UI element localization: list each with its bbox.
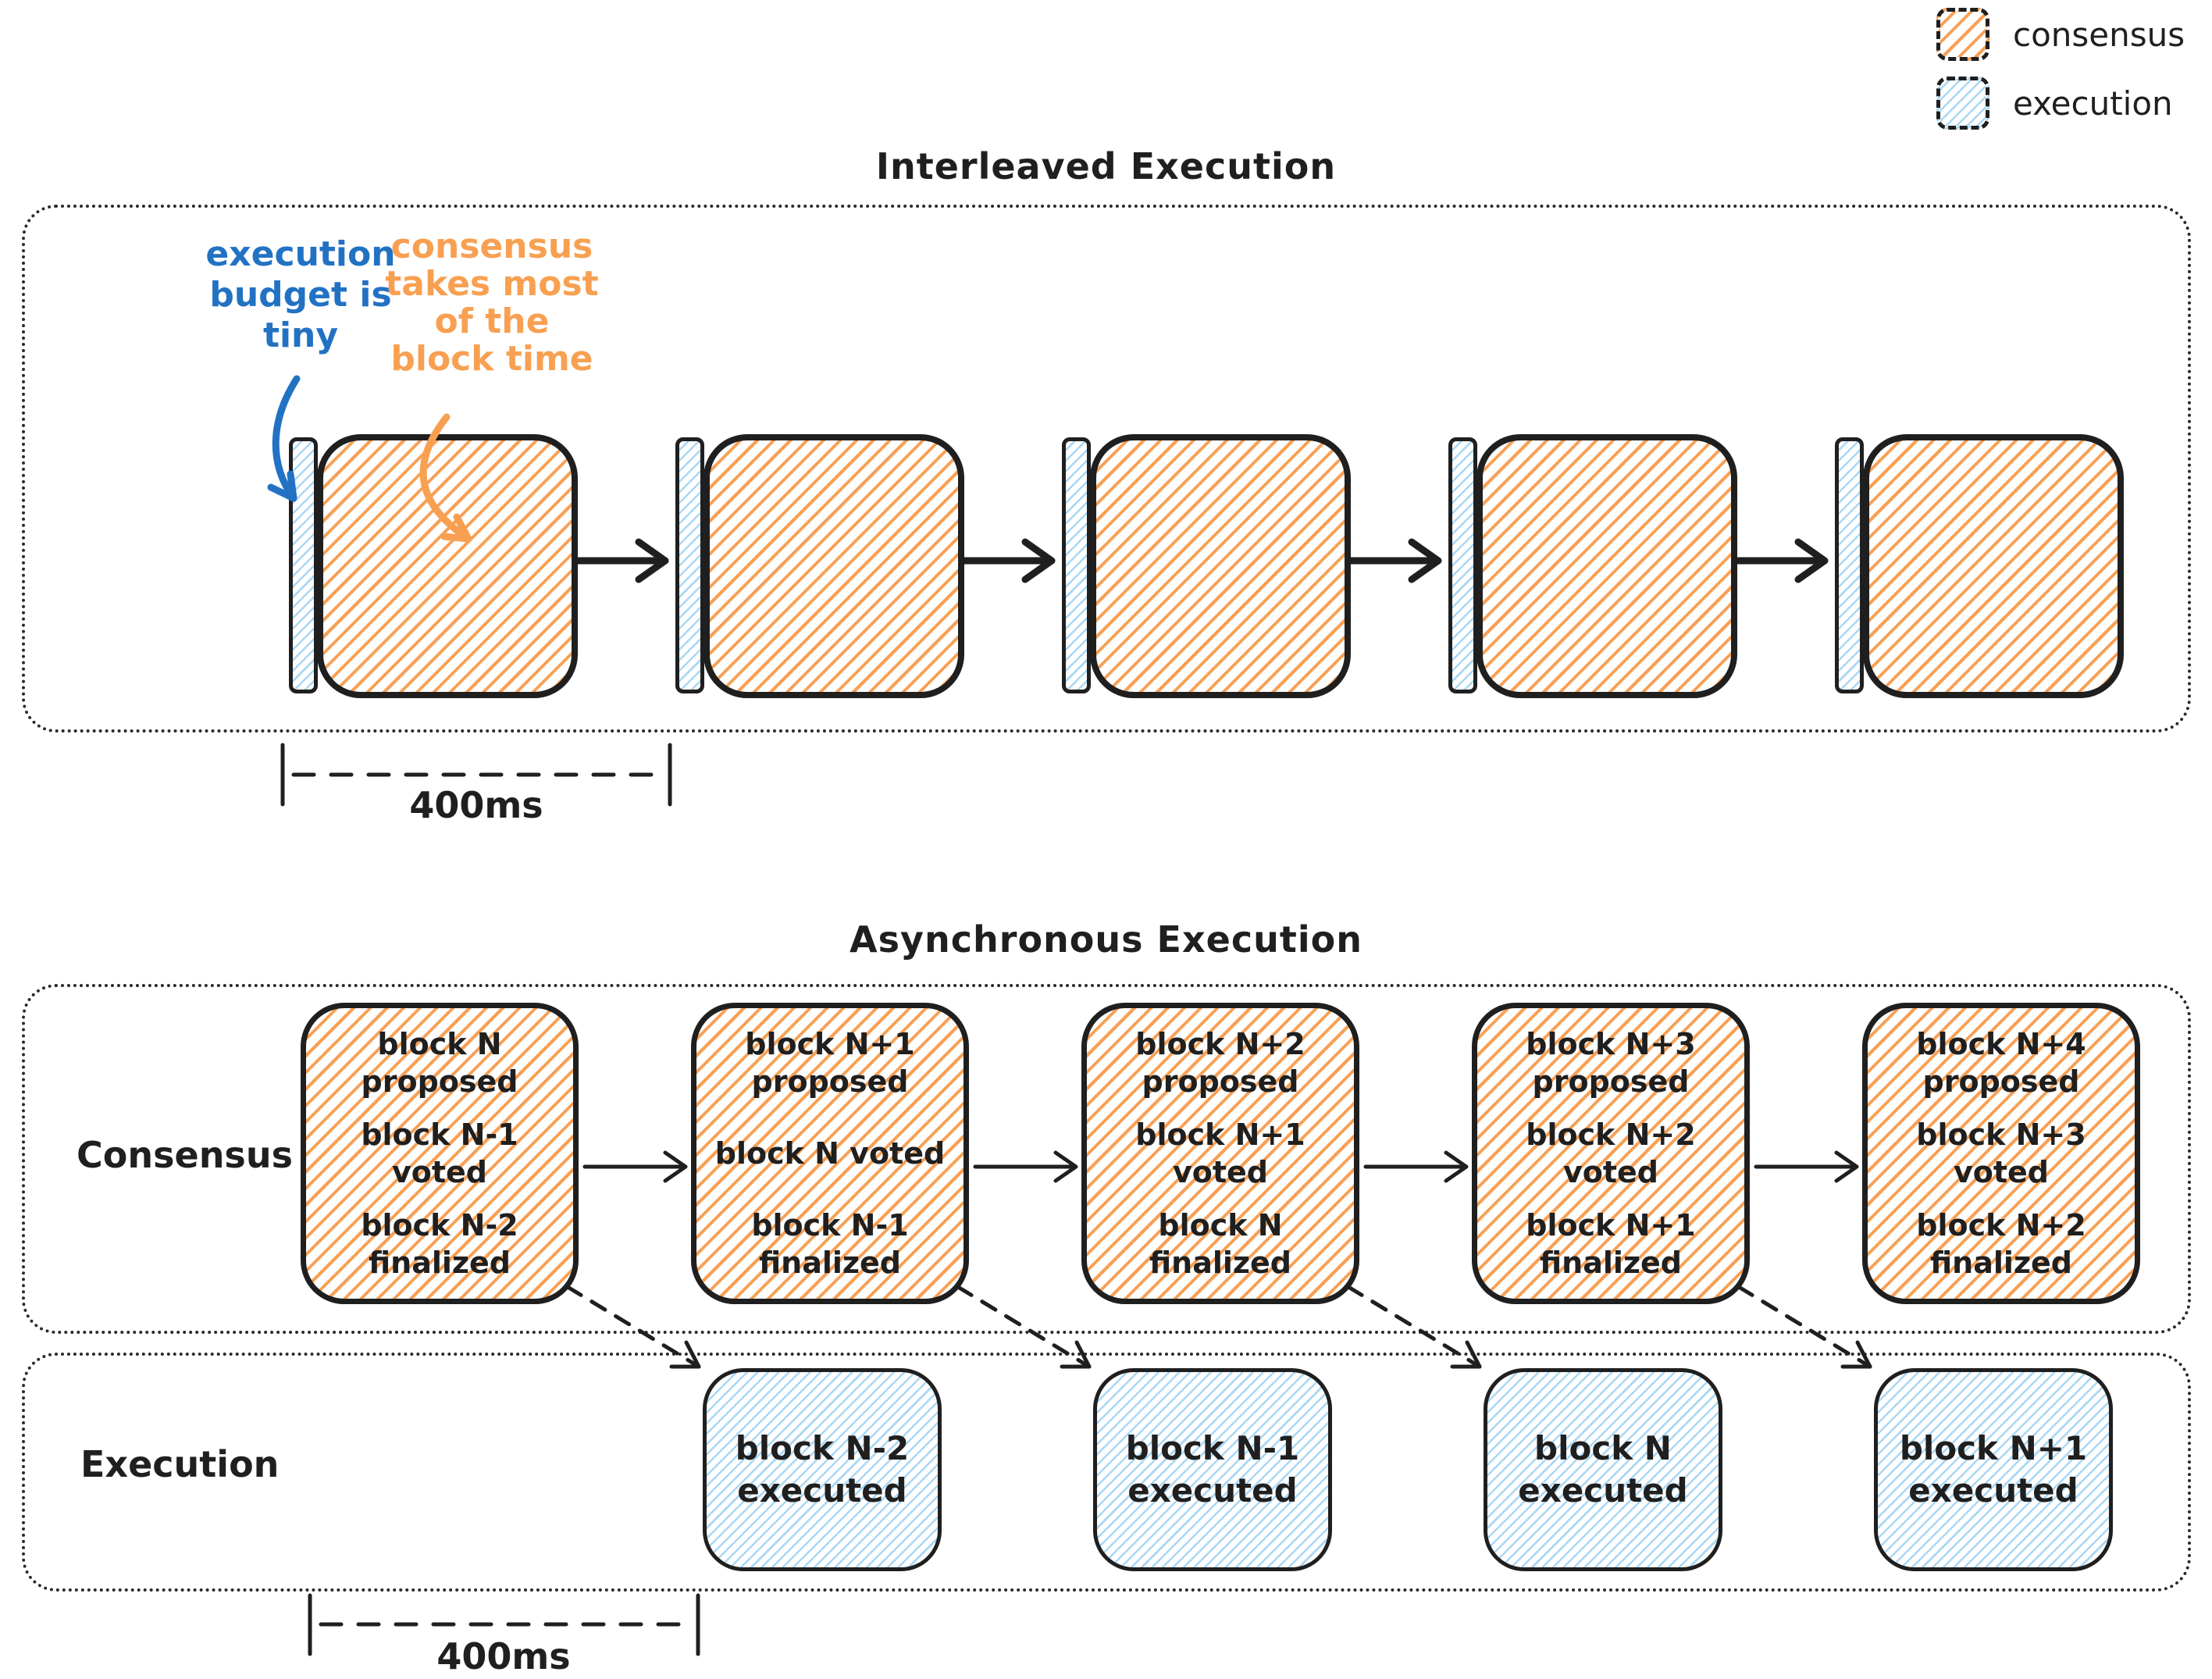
- consensus-box-2-proposed-line: block N+1 proposed: [745, 1027, 915, 1099]
- consensus-row-container: [22, 984, 2191, 1334]
- consensus-box-4: block N+3 proposed block N+2 voted block…: [1472, 1003, 1750, 1304]
- execution-bar-1: [289, 437, 318, 693]
- consensus-box-1-voted-line: block N-1 voted: [361, 1118, 518, 1189]
- execution-box-2-label: block N-1 executed: [1125, 1429, 1300, 1510]
- consensus-time-note: consensus takes most of the block time: [385, 226, 599, 379]
- consensus-block-5: [1863, 434, 2124, 698]
- consensus-box-5: block N+4 proposed block N+3 voted block…: [1862, 1003, 2140, 1304]
- execution-row-container: [22, 1353, 2191, 1592]
- consensus-box-3-finalized-line: block N finalized: [1149, 1208, 1291, 1280]
- legend-item-execution: execution: [1936, 77, 2185, 130]
- consensus-box-4-proposed-line: block N+3 proposed: [1526, 1027, 1696, 1099]
- consensus-box-3-voted-line: block N+1 voted: [1135, 1118, 1305, 1189]
- legend-consensus-label: consensus: [2013, 15, 2185, 54]
- consensus-block-2: [703, 434, 964, 698]
- execution-budget-note: execution budget is tiny: [205, 234, 396, 355]
- asynchronous-ruler-label: 400ms: [436, 1635, 571, 1677]
- consensus-box-3-proposed-line: block N+2 proposed: [1135, 1027, 1305, 1099]
- consensus-block-1: [317, 434, 578, 698]
- consensus-box-1-finalized-line: block N-2 finalized: [361, 1208, 518, 1280]
- execution-box-3: block N executed: [1484, 1368, 1722, 1571]
- execution-bar-3: [1062, 437, 1091, 693]
- consensus-box-1-proposed-line: block N proposed: [361, 1027, 518, 1099]
- execution-box-1-label: block N-2 executed: [735, 1429, 910, 1510]
- execution-box-4-label: block N+1 executed: [1899, 1429, 2088, 1510]
- legend-item-consensus: consensus: [1936, 8, 2185, 61]
- execution-bar-4: [1448, 437, 1477, 693]
- consensus-box-4-finalized-line: block N+1 finalized: [1526, 1208, 1696, 1280]
- consensus-box-1: block N proposed block N-1 voted block N…: [301, 1003, 579, 1304]
- consensus-swatch-icon: [1936, 8, 1989, 61]
- consensus-box-5-proposed-line: block N+4 proposed: [1916, 1027, 2086, 1099]
- consensus-box-2-voted-line: block N voted: [714, 1136, 946, 1171]
- execution-box-1: block N-2 executed: [703, 1368, 942, 1571]
- consensus-box-4-voted-line: block N+2 voted: [1526, 1118, 1696, 1189]
- execution-box-2: block N-1 executed: [1093, 1368, 1332, 1571]
- interleaved-title: Interleaved Execution: [875, 145, 1337, 187]
- consensus-box-3: block N+2 proposed block N+1 voted block…: [1081, 1003, 1359, 1304]
- consensus-box-2: block N+1 proposed block N voted block N…: [691, 1003, 969, 1304]
- asynchronous-title: Asynchronous Execution: [850, 918, 1362, 961]
- execution-row-label: Execution: [80, 1443, 280, 1485]
- execution-box-4: block N+1 executed: [1874, 1368, 2113, 1571]
- interleaved-container: [22, 205, 2191, 733]
- consensus-row-label: Consensus: [77, 1134, 293, 1176]
- legend-execution-label: execution: [2013, 84, 2173, 123]
- interleaved-ruler-label: 400ms: [409, 784, 543, 826]
- execution-box-3-label: block N executed: [1518, 1429, 1688, 1510]
- consensus-block-3: [1090, 434, 1351, 698]
- consensus-box-2-finalized-line: block N-1 finalized: [751, 1208, 909, 1280]
- consensus-box-5-voted-line: block N+3 voted: [1916, 1118, 2086, 1189]
- consensus-box-5-finalized-line: block N+2 finalized: [1916, 1208, 2086, 1280]
- execution-bar-5: [1835, 437, 1864, 693]
- consensus-block-4: [1476, 434, 1737, 698]
- legend: consensus execution: [1936, 8, 2185, 145]
- execution-bar-2: [675, 437, 704, 693]
- execution-swatch-icon: [1936, 77, 1989, 130]
